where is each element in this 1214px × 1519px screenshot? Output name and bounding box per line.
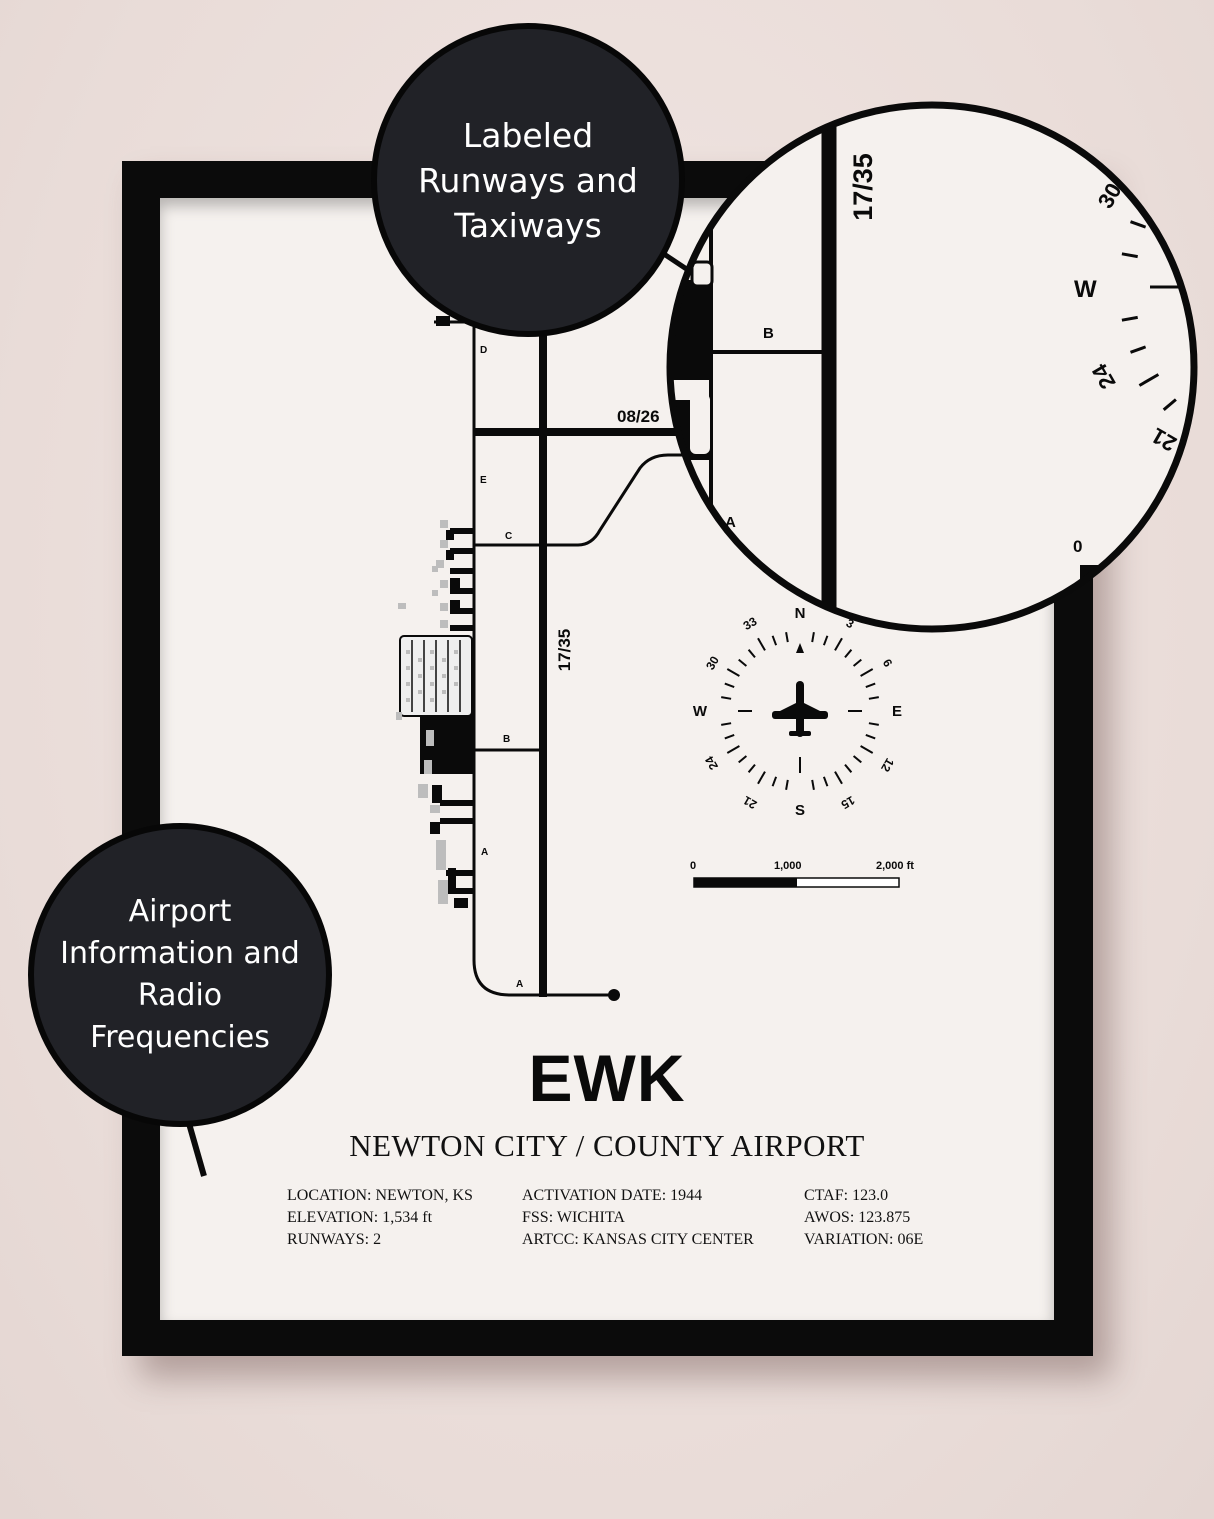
compass-s: S [795, 802, 805, 819]
compass-e: E [892, 703, 902, 720]
zoom-compass-tick [1121, 252, 1138, 259]
compass-33: 33 [741, 614, 760, 633]
taxiway-a-label: A [481, 847, 488, 858]
callout-bottom-pointer [185, 1119, 207, 1177]
compass-tick [844, 763, 853, 773]
compass-tick [860, 668, 874, 677]
runways [474, 320, 690, 997]
compass-tick [844, 649, 853, 659]
zoom-compass-tick [1162, 398, 1177, 411]
callout-airport-info: Airport Information and Radio Frequencie… [28, 823, 332, 1127]
compass-6: 6 [880, 657, 896, 670]
compass-tick [852, 755, 862, 764]
runway-17-35-label: 17/35 [555, 629, 574, 672]
compass-tick [747, 649, 756, 659]
compass-n: N [795, 605, 806, 622]
callout-runways-taxiways: Labeled Runways and Taxiways [371, 23, 685, 337]
taxiway-a-label-lower: A [516, 979, 523, 990]
compass-24: 24 [702, 753, 721, 772]
info-awos: AWOS: 123.875 [804, 1209, 911, 1226]
compass-tick [785, 779, 789, 790]
runway-end-marker [608, 989, 620, 1001]
info-artcc: ARTCC: KANSAS CITY CENTER [522, 1231, 754, 1248]
compass-tick [822, 635, 829, 646]
info-fss: FSS: WICHITA [522, 1209, 625, 1226]
scale-label-0: 0 [690, 860, 696, 872]
apron-top [436, 316, 450, 326]
callout-runways-text: Labeled Runways and Taxiways [418, 115, 638, 245]
zoom-runway-17-35-label: 17/35 [848, 153, 878, 221]
compass-tick [865, 733, 876, 740]
compass-tick [726, 745, 740, 754]
callout-info-text: Airport Information and Radio Frequencie… [60, 894, 300, 1055]
scale-bar: 0 1,000 2,000 ft [690, 860, 914, 888]
compass-tick [834, 771, 843, 785]
info-column-admin: ACTIVATION DATE: 1944 FSS: WICHITA ARTCC… [522, 1185, 754, 1251]
compass-tick [868, 722, 879, 726]
hangar-area [396, 520, 474, 908]
compass-rose: N E S W 3 6 12 15 21 24 30 33 [693, 605, 902, 819]
compass-tick [721, 696, 732, 700]
runway-08-26-label: 08/26 [617, 407, 660, 426]
compass-tick [822, 776, 829, 787]
zoom-inset: 17/35 B A 0 W 30 24 21 [666, 101, 1198, 633]
compass-tick [738, 658, 748, 667]
compass-tick [738, 755, 748, 764]
compass-15: 15 [838, 793, 857, 812]
compass-tick [724, 682, 735, 689]
compass-tick [860, 745, 874, 754]
info-runways: RUNWAYS: 2 [287, 1231, 382, 1248]
zoom-taxiway-a-label: A [725, 514, 736, 531]
compass-tick [757, 637, 766, 651]
info-variation: VARIATION: 06E [804, 1231, 924, 1248]
compass-tick [726, 668, 740, 677]
info-ctaf: CTAF: 123.0 [804, 1187, 889, 1204]
airplane-icon [772, 681, 828, 737]
info-column-location: LOCATION: NEWTON, KS ELEVATION: 1,534 ft… [287, 1185, 473, 1251]
compass-21: 21 [740, 793, 759, 812]
scale-label-1000: 1,000 [774, 860, 802, 872]
taxiway-b-label: B [503, 734, 510, 745]
zoom-compass-w: W [1074, 276, 1097, 303]
compass-tick [852, 658, 862, 667]
compass-tick [834, 637, 843, 651]
compass-w: W [693, 703, 708, 720]
zoom-compass-tick [1162, 163, 1177, 176]
info-location: LOCATION: NEWTON, KS [287, 1187, 473, 1204]
scale-label-2000: 2,000 ft [876, 860, 914, 872]
compass-tick [747, 763, 756, 773]
compass-tick [724, 733, 735, 740]
compass-tick [868, 696, 879, 700]
map-labels: 08/26 17/35 D E C B A A [480, 345, 660, 990]
compass-tick [785, 632, 789, 643]
airport-name: NEWTON CITY / COUNTY AIRPORT [349, 1128, 865, 1163]
callout-top-pointer [662, 251, 690, 273]
zoom-compass-tick [1129, 345, 1147, 354]
taxiway-d-label: D [480, 345, 487, 356]
zoom-compass-tick [1129, 220, 1147, 229]
compass-tick [771, 776, 778, 787]
compass-ticks [721, 632, 879, 790]
info-elevation: ELEVATION: 1,534 ft [287, 1209, 433, 1226]
compass-30: 30 [703, 653, 722, 672]
zoom-compass-tick [1186, 139, 1194, 154]
zoom-compass-tick [1138, 373, 1160, 387]
info-activation: ACTIVATION DATE: 1944 [522, 1187, 703, 1204]
compass-tick [721, 722, 732, 726]
zoom-taxiway-b-label: B [763, 325, 774, 342]
compass-tick [811, 632, 815, 643]
zoom-compass-tick [1121, 315, 1138, 322]
taxiway-e-label: E [480, 475, 487, 486]
info-column-radio: CTAF: 123.0 AWOS: 123.875 VARIATION: 06E [804, 1185, 923, 1251]
compass-tick [865, 682, 876, 689]
zoom-compass-tick [1138, 187, 1160, 201]
taxiway-c-label: C [505, 531, 512, 542]
airport-code: EWK [528, 1041, 686, 1115]
compass-12: 12 [878, 756, 897, 775]
compass-tick [811, 779, 815, 790]
zoom-heading-0: 0 [1073, 537, 1082, 556]
compass-tick [757, 771, 766, 785]
compass-tick [771, 635, 778, 646]
